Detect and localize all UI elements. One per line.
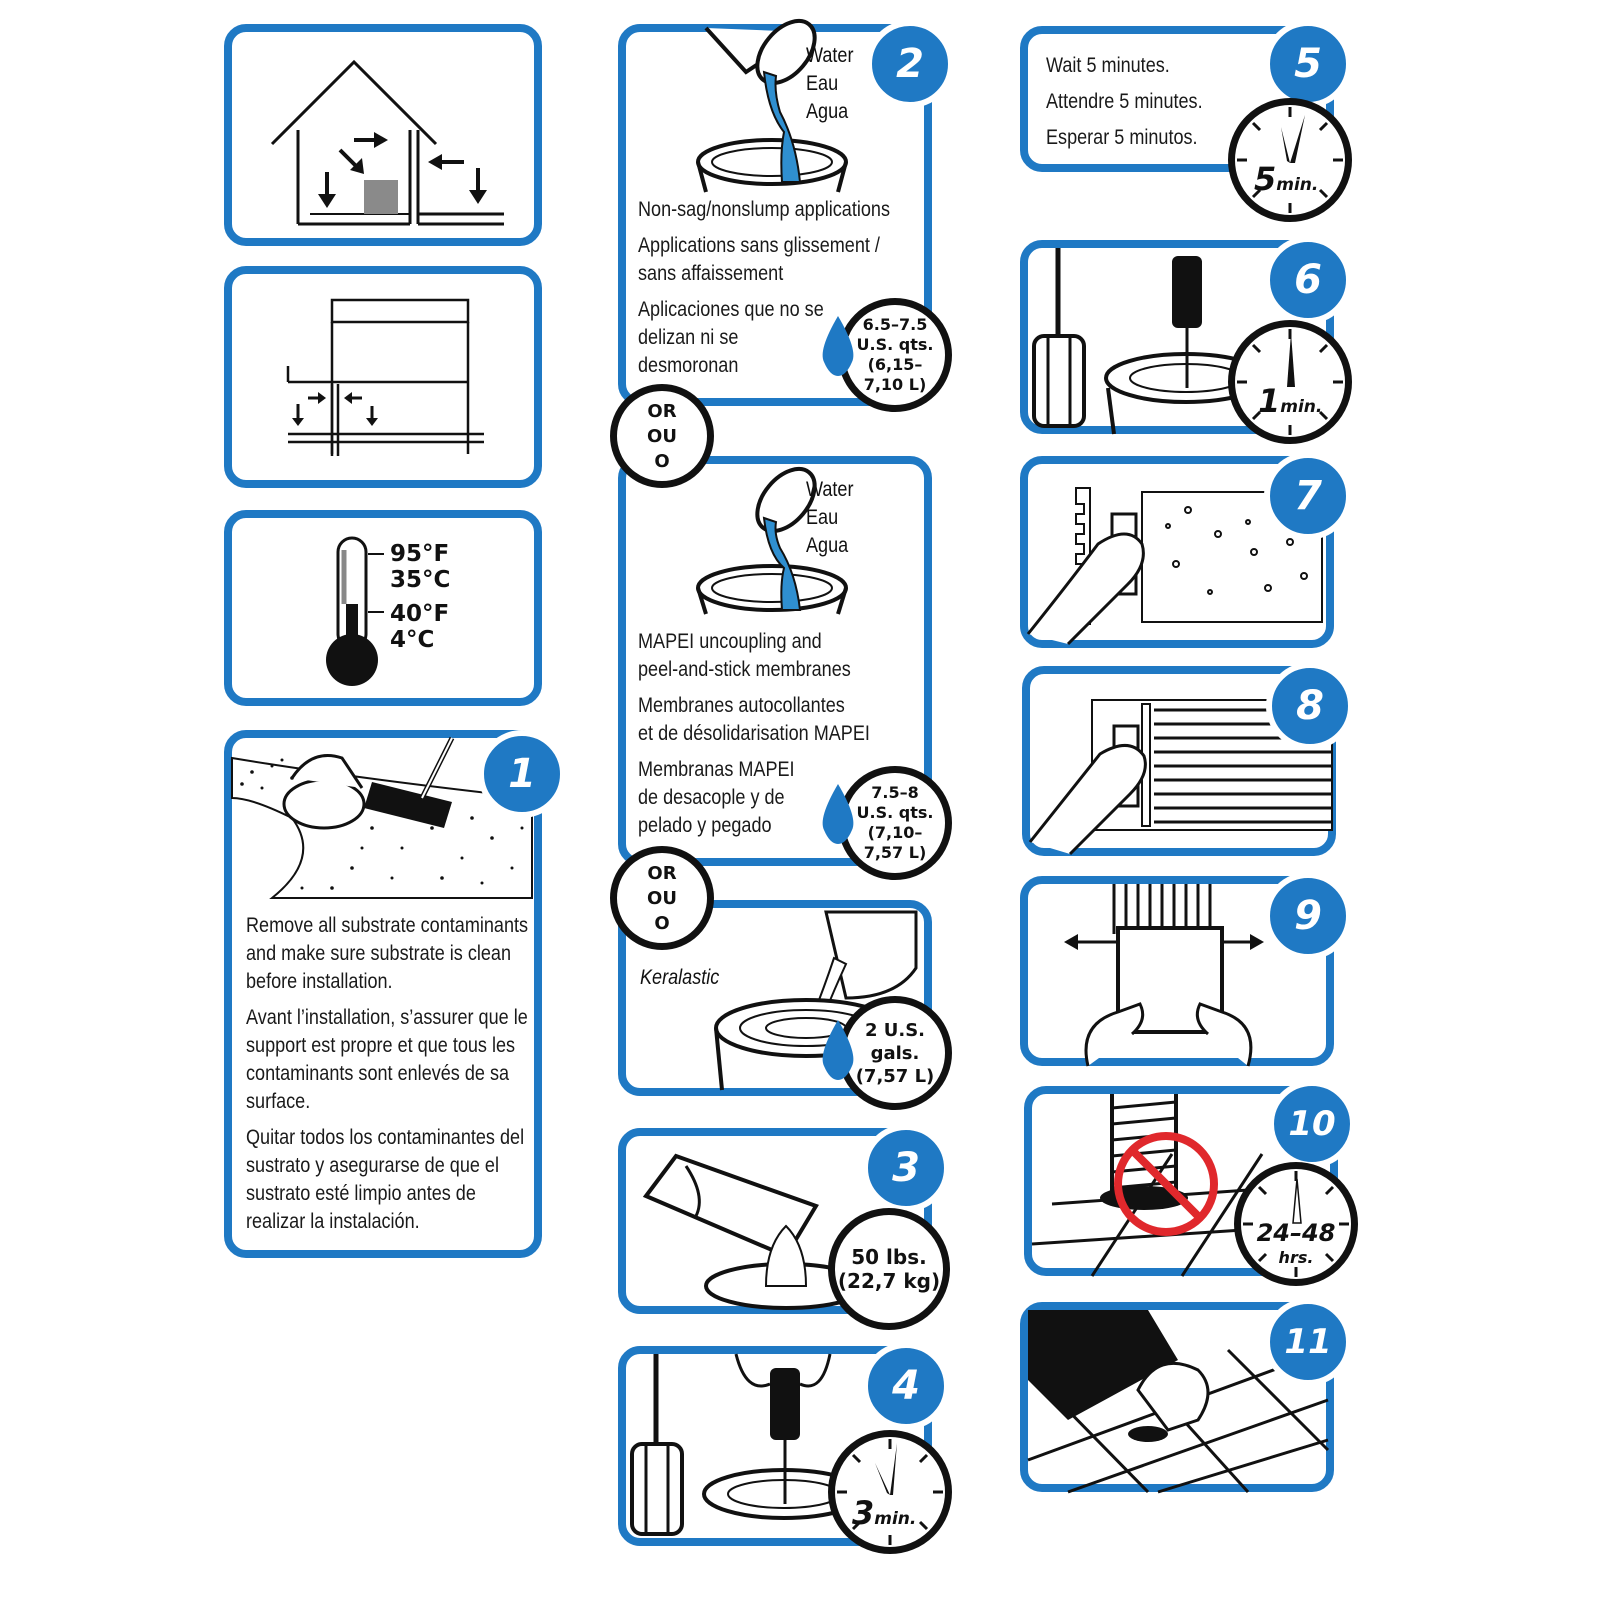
or-divider-2: OR OU O [610, 846, 714, 950]
water-label: Water Eau Agua [806, 44, 854, 123]
water-label: Water Eau Agua [806, 478, 854, 557]
temperature-high-c: 35°C [390, 567, 451, 593]
house-indoor-arrows-icon [270, 59, 504, 226]
step-10-badge: 10 [1268, 1080, 1356, 1168]
grout-float-icon [1027, 1310, 1330, 1494]
temperature-low-f: 40°F [390, 601, 450, 627]
step-6-badge: 6 [1264, 236, 1352, 324]
step-8-badge: 8 [1266, 662, 1354, 750]
weight-circle: 50 lbs. (22,7 kg) [828, 1208, 950, 1330]
step-3-panel: 3 [618, 1124, 950, 1314]
water-drop-icon [822, 316, 854, 376]
mixing-paddle-icon [1032, 248, 1268, 435]
water-drop-icon [822, 1020, 854, 1080]
mixing-paddle-icon [630, 1353, 866, 1536]
clock-time-10: 24–48 hrs. [1256, 1219, 1336, 1267]
water-quantity-a: 6.5–7.5 U.S. qts. (6,15– 7,10 L) [838, 298, 952, 412]
tile-press-icon [1064, 884, 1264, 1067]
step-9-panel: 9 [1020, 872, 1352, 1067]
clock-icon [828, 1430, 952, 1554]
clock-time-6: 1min. [1258, 382, 1323, 420]
step-5-panel: Wait 5 minutes. Attendre 5 minutes. Espe… [1020, 20, 1352, 172]
indoor-use-panel [224, 24, 542, 246]
step-7-badge: 7 [1264, 452, 1352, 540]
clock-icon [1228, 98, 1352, 222]
temperature-high-f: 95°F [390, 541, 450, 567]
temperature-low-c: 4°C [390, 627, 435, 653]
thermometer-icon [326, 536, 384, 686]
water-drop-icon [822, 784, 854, 844]
step-1-badge: 1 [478, 730, 566, 818]
wall-floor-arrows-icon [286, 298, 484, 456]
step-2-option-a-text: Non-sag/nonslump applications Applicatio… [638, 198, 890, 377]
step-7-panel: 7 [1020, 452, 1352, 648]
clock-time-4: 3min. [852, 1494, 917, 1532]
wall-floor-panel [224, 266, 542, 488]
clock-icon [1228, 320, 1352, 444]
step-1-panel: 1 Remove all substrate contaminants and … [224, 730, 566, 1258]
keralastic-quantity: 2 U.S. gals. (7,57 L) [838, 996, 952, 1110]
sponge-icon [231, 736, 533, 899]
step-5-badge: 5 [1264, 20, 1352, 108]
or-divider-1: OR OU O [610, 384, 714, 488]
step-3-badge: 3 [862, 1124, 950, 1212]
bucket-icon [696, 467, 848, 615]
step-11-badge: 11 [1264, 1298, 1352, 1386]
step-4-badge: 4 [862, 1342, 950, 1430]
clock-time-5: 5min. [1254, 160, 1319, 198]
step-8-panel: 8 [1022, 662, 1354, 856]
step-5-text: Wait 5 minutes. Attendre 5 minutes. Espe… [1046, 54, 1203, 149]
keralastic-label: Keralastic [640, 966, 720, 989]
step-2-badge: 2 [866, 20, 954, 108]
temperature-panel: 95°F 35°C 40°F 4°C [224, 510, 542, 706]
step-1-instructions: Remove all substrate contaminants and ma… [246, 914, 529, 1233]
clock-icon [1234, 1162, 1358, 1286]
step-2-option-a-panel: Water Eau Agua 2 Non-sag/nonslump applic… [618, 19, 954, 406]
bucket-icon [696, 19, 848, 193]
bucket-icon [642, 1153, 868, 1310]
step-9-badge: 9 [1264, 872, 1352, 960]
step-11-panel: 11 [1020, 1298, 1352, 1494]
